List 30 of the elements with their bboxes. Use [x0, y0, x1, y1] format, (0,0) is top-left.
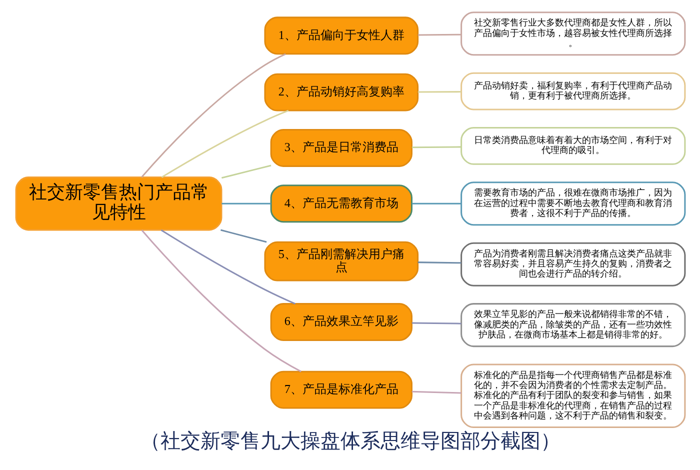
connector	[221, 164, 271, 179]
node-box: 效果立竿见影的产品一般来说都销得非常的不错，像减肥类的产品，除皱类的产品，还有一些功效性护肤品，在微商市场基本上都是销得非常的好。	[460, 303, 686, 348]
node-box: 6、产品效果立竿见影	[270, 303, 412, 341]
node-box: 产品动销好卖，福利复购率，有利于代理商产品动销，更有利于被代理商所选择。	[460, 72, 686, 110]
node-box: 5、产品刚需解决用户痛点	[264, 241, 418, 282]
connector	[411, 322, 461, 324]
node-box: 3、产品是日常消费品	[270, 129, 412, 167]
node-box: 社交新零售行业大多数代理商都是女性人群，所以产品偏向于女性市场，越容易被女性代理商所选择。	[460, 12, 686, 56]
connector	[417, 262, 461, 264]
node-box: 4、产品无需教育市场	[270, 184, 412, 223]
caption: （社交新零售九大操盘体系思维导图部分截图）	[140, 428, 560, 453]
connector	[221, 202, 271, 204]
node-box: 1、产品偏向于女性人群	[264, 16, 418, 55]
connector	[140, 53, 286, 178]
connector	[417, 34, 461, 36]
connector	[160, 229, 296, 304]
connector	[417, 91, 461, 93]
node-box: 需要教育市场的产品，很难在微商市场推广，因为在运营的过程中需要不断地去教育代理商和教育消费者，这很不利于产品的传播。	[460, 182, 686, 226]
node-box: 日常类消费品意味着有着大的市场空间，有利于对代理商的吸引。	[460, 126, 686, 165]
connector	[140, 230, 301, 372]
connector	[411, 146, 461, 148]
connector	[160, 110, 288, 178]
node-box: 产品为消费者刚需且解决消费者痛点这类产品就非常容易好卖，并且容易产生持久的复购，消费者之间也会进行产品的转介绍。	[460, 242, 686, 286]
node-box: 社交新零售热门产品常见特性	[14, 176, 222, 231]
node-box: 2、产品动销好高复购率	[264, 73, 418, 112]
node-box: 标准化的产品是指每一个代理商销售产品都是标准化的，并不会因为消费者的个性需求去定制产品。标准化的产品有利于团队的裂变和参与销售，如果一个产品是非标准化的代理商，在销售产品的过程中会遇到各种问题，这不利于产品的销售和裂变。	[460, 364, 686, 428]
connector	[411, 202, 461, 204]
connector	[411, 390, 461, 394]
connector	[220, 229, 266, 243]
node-box: 7、产品是标准化产品	[270, 370, 412, 409]
